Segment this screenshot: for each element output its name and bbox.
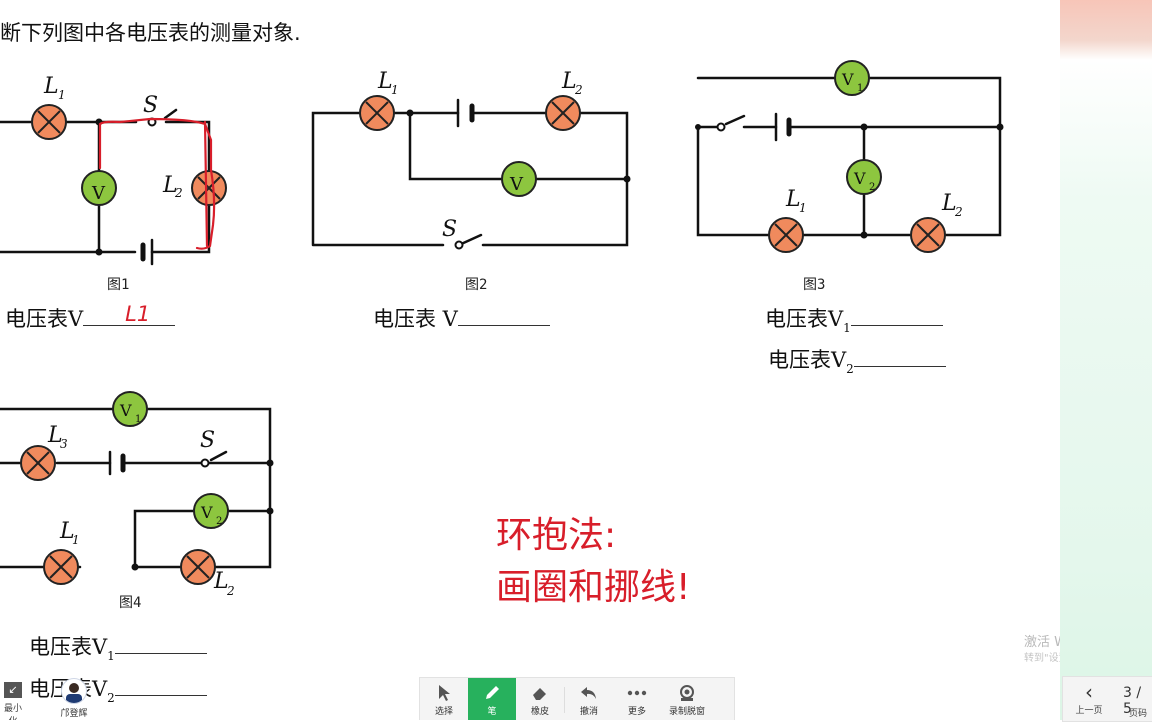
eraser-icon: [531, 682, 549, 704]
more-icon: [627, 682, 647, 704]
svg-text:1: 1: [799, 201, 807, 215]
subscript: 2: [846, 362, 854, 376]
drawing-toolbar: 选择 笔 橡皮 撤消 更多 录制脱窗: [419, 677, 735, 720]
answer-label: 电压表V: [768, 348, 847, 372]
figure-caption-1: 图1: [107, 277, 130, 293]
svg-text:2: 2: [574, 83, 583, 97]
svg-text:1: 1: [857, 83, 863, 94]
record-icon: [677, 682, 697, 704]
figure-caption-2: 图2: [465, 277, 488, 293]
svg-text:V: V: [91, 183, 106, 204]
svg-text:S: S: [200, 428, 215, 453]
svg-text:2: 2: [869, 182, 875, 193]
subscript: 1: [843, 321, 851, 335]
tool-pen[interactable]: 笔: [468, 678, 516, 720]
svg-text:V: V: [200, 503, 213, 522]
answer-line-fig2: 电压表 V: [373, 303, 550, 333]
tool-label: 撤消: [579, 707, 598, 717]
svg-text:L: L: [785, 187, 801, 212]
minimize-icon: ↙: [4, 682, 22, 698]
pen-icon: [483, 682, 501, 704]
svg-text:1: 1: [72, 533, 80, 547]
tool-undo[interactable]: 撤消: [565, 678, 613, 720]
answer-blank[interactable]: [114, 635, 207, 654]
figure-caption-4: 图4: [119, 595, 142, 611]
answer-blank[interactable]: L1: [83, 302, 176, 326]
user-name: 邝登辉: [60, 709, 88, 719]
user-photo-icon: [66, 683, 82, 703]
svg-text:2: 2: [216, 516, 222, 527]
answer-blank[interactable]: [114, 677, 207, 696]
question-prompt: 断下列图中各电压表的测量对象.: [0, 21, 301, 45]
tool-more[interactable]: 更多: [613, 678, 661, 720]
page-indicator-label: 页码: [1129, 709, 1148, 719]
prev-page-label: 上一页: [1075, 706, 1103, 716]
svg-text:V: V: [119, 401, 132, 420]
answer-line-fig1: 电压表V L1: [5, 302, 176, 333]
method-note: 环抱法: 画圈和挪线!: [496, 510, 690, 614]
page-indicator[interactable]: 3 / 5: [1123, 685, 1142, 717]
svg-text:S: S: [442, 217, 457, 242]
side-panel: [1060, 0, 1152, 720]
subscript: 1: [107, 649, 115, 663]
figure-caption-3: 图3: [803, 277, 826, 293]
answer-blank[interactable]: [457, 307, 550, 326]
tool-label: 选择: [434, 707, 453, 717]
tool-select[interactable]: 选择: [420, 678, 468, 720]
svg-text:2: 2: [174, 186, 183, 200]
svg-text:3: 3: [60, 437, 68, 451]
tool-label: 橡皮: [530, 707, 549, 717]
svg-text:S: S: [143, 93, 158, 118]
minimize-label: 最小化: [3, 704, 22, 720]
whiteboard-canvas[interactable]: 断下列图中各电压表的测量对象.: [0, 0, 1060, 720]
tool-record[interactable]: 录制脱窗: [661, 678, 713, 720]
svg-text:L: L: [43, 74, 59, 99]
method-note-line2: 画圈和挪线!: [496, 567, 691, 608]
answer-blank[interactable]: [853, 348, 946, 367]
tool-label: 录制脱窗: [668, 707, 705, 717]
svg-text:1: 1: [391, 83, 399, 97]
toolbar-divider: [564, 686, 565, 713]
subscript: 2: [107, 691, 115, 705]
answer-line-fig3-v1: 电压表V1: [765, 303, 943, 335]
answer-label: 电压表V: [29, 635, 108, 659]
svg-text:L: L: [59, 519, 75, 544]
answer-label: 电压表V: [5, 307, 84, 331]
tool-eraser[interactable]: 橡皮: [516, 678, 564, 720]
tool-label: 笔: [487, 707, 497, 717]
cursor-icon: [436, 682, 452, 704]
answer-label: 电压表 V: [373, 307, 458, 331]
svg-text:1: 1: [135, 414, 141, 425]
page-navigator: ‹ 上一页 3 / 5 页码: [1062, 676, 1152, 722]
tool-label: 更多: [627, 707, 646, 717]
answer-line-fig3-v2: 电压表V2: [768, 344, 946, 376]
method-note-line1: 环抱法:: [496, 515, 617, 556]
undo-icon: [580, 682, 598, 704]
svg-text:V: V: [841, 70, 854, 89]
prev-page-button[interactable]: ‹ 上一页: [1071, 681, 1107, 716]
svg-text:V: V: [853, 169, 866, 188]
svg-text:L: L: [47, 423, 63, 448]
answer-line-fig4-v1: 电压表V1: [29, 631, 207, 663]
svg-text:L: L: [377, 69, 393, 94]
minimize-button[interactable]: ↙ 最小化: [0, 680, 26, 720]
windows-activation-hint: 转到"设置"以激活 Windows。: [1024, 653, 1060, 664]
handwritten-answer: L1: [125, 302, 151, 326]
chevron-left-icon: ‹: [1085, 680, 1093, 704]
svg-text:L: L: [162, 173, 178, 198]
answer-blank[interactable]: [850, 307, 943, 326]
svg-text:L: L: [941, 191, 957, 216]
windows-activation-watermark: 激活 Windows: [1024, 635, 1060, 650]
svg-text:L: L: [561, 69, 577, 94]
svg-text:V: V: [509, 174, 524, 195]
avatar: [61, 678, 87, 704]
svg-text:1: 1: [58, 88, 66, 102]
svg-text:L: L: [213, 569, 229, 594]
user-profile[interactable]: 邝登辉: [56, 676, 92, 720]
svg-text:2: 2: [226, 584, 235, 598]
svg-text:2: 2: [954, 205, 963, 219]
answer-label: 电压表V: [765, 307, 844, 331]
